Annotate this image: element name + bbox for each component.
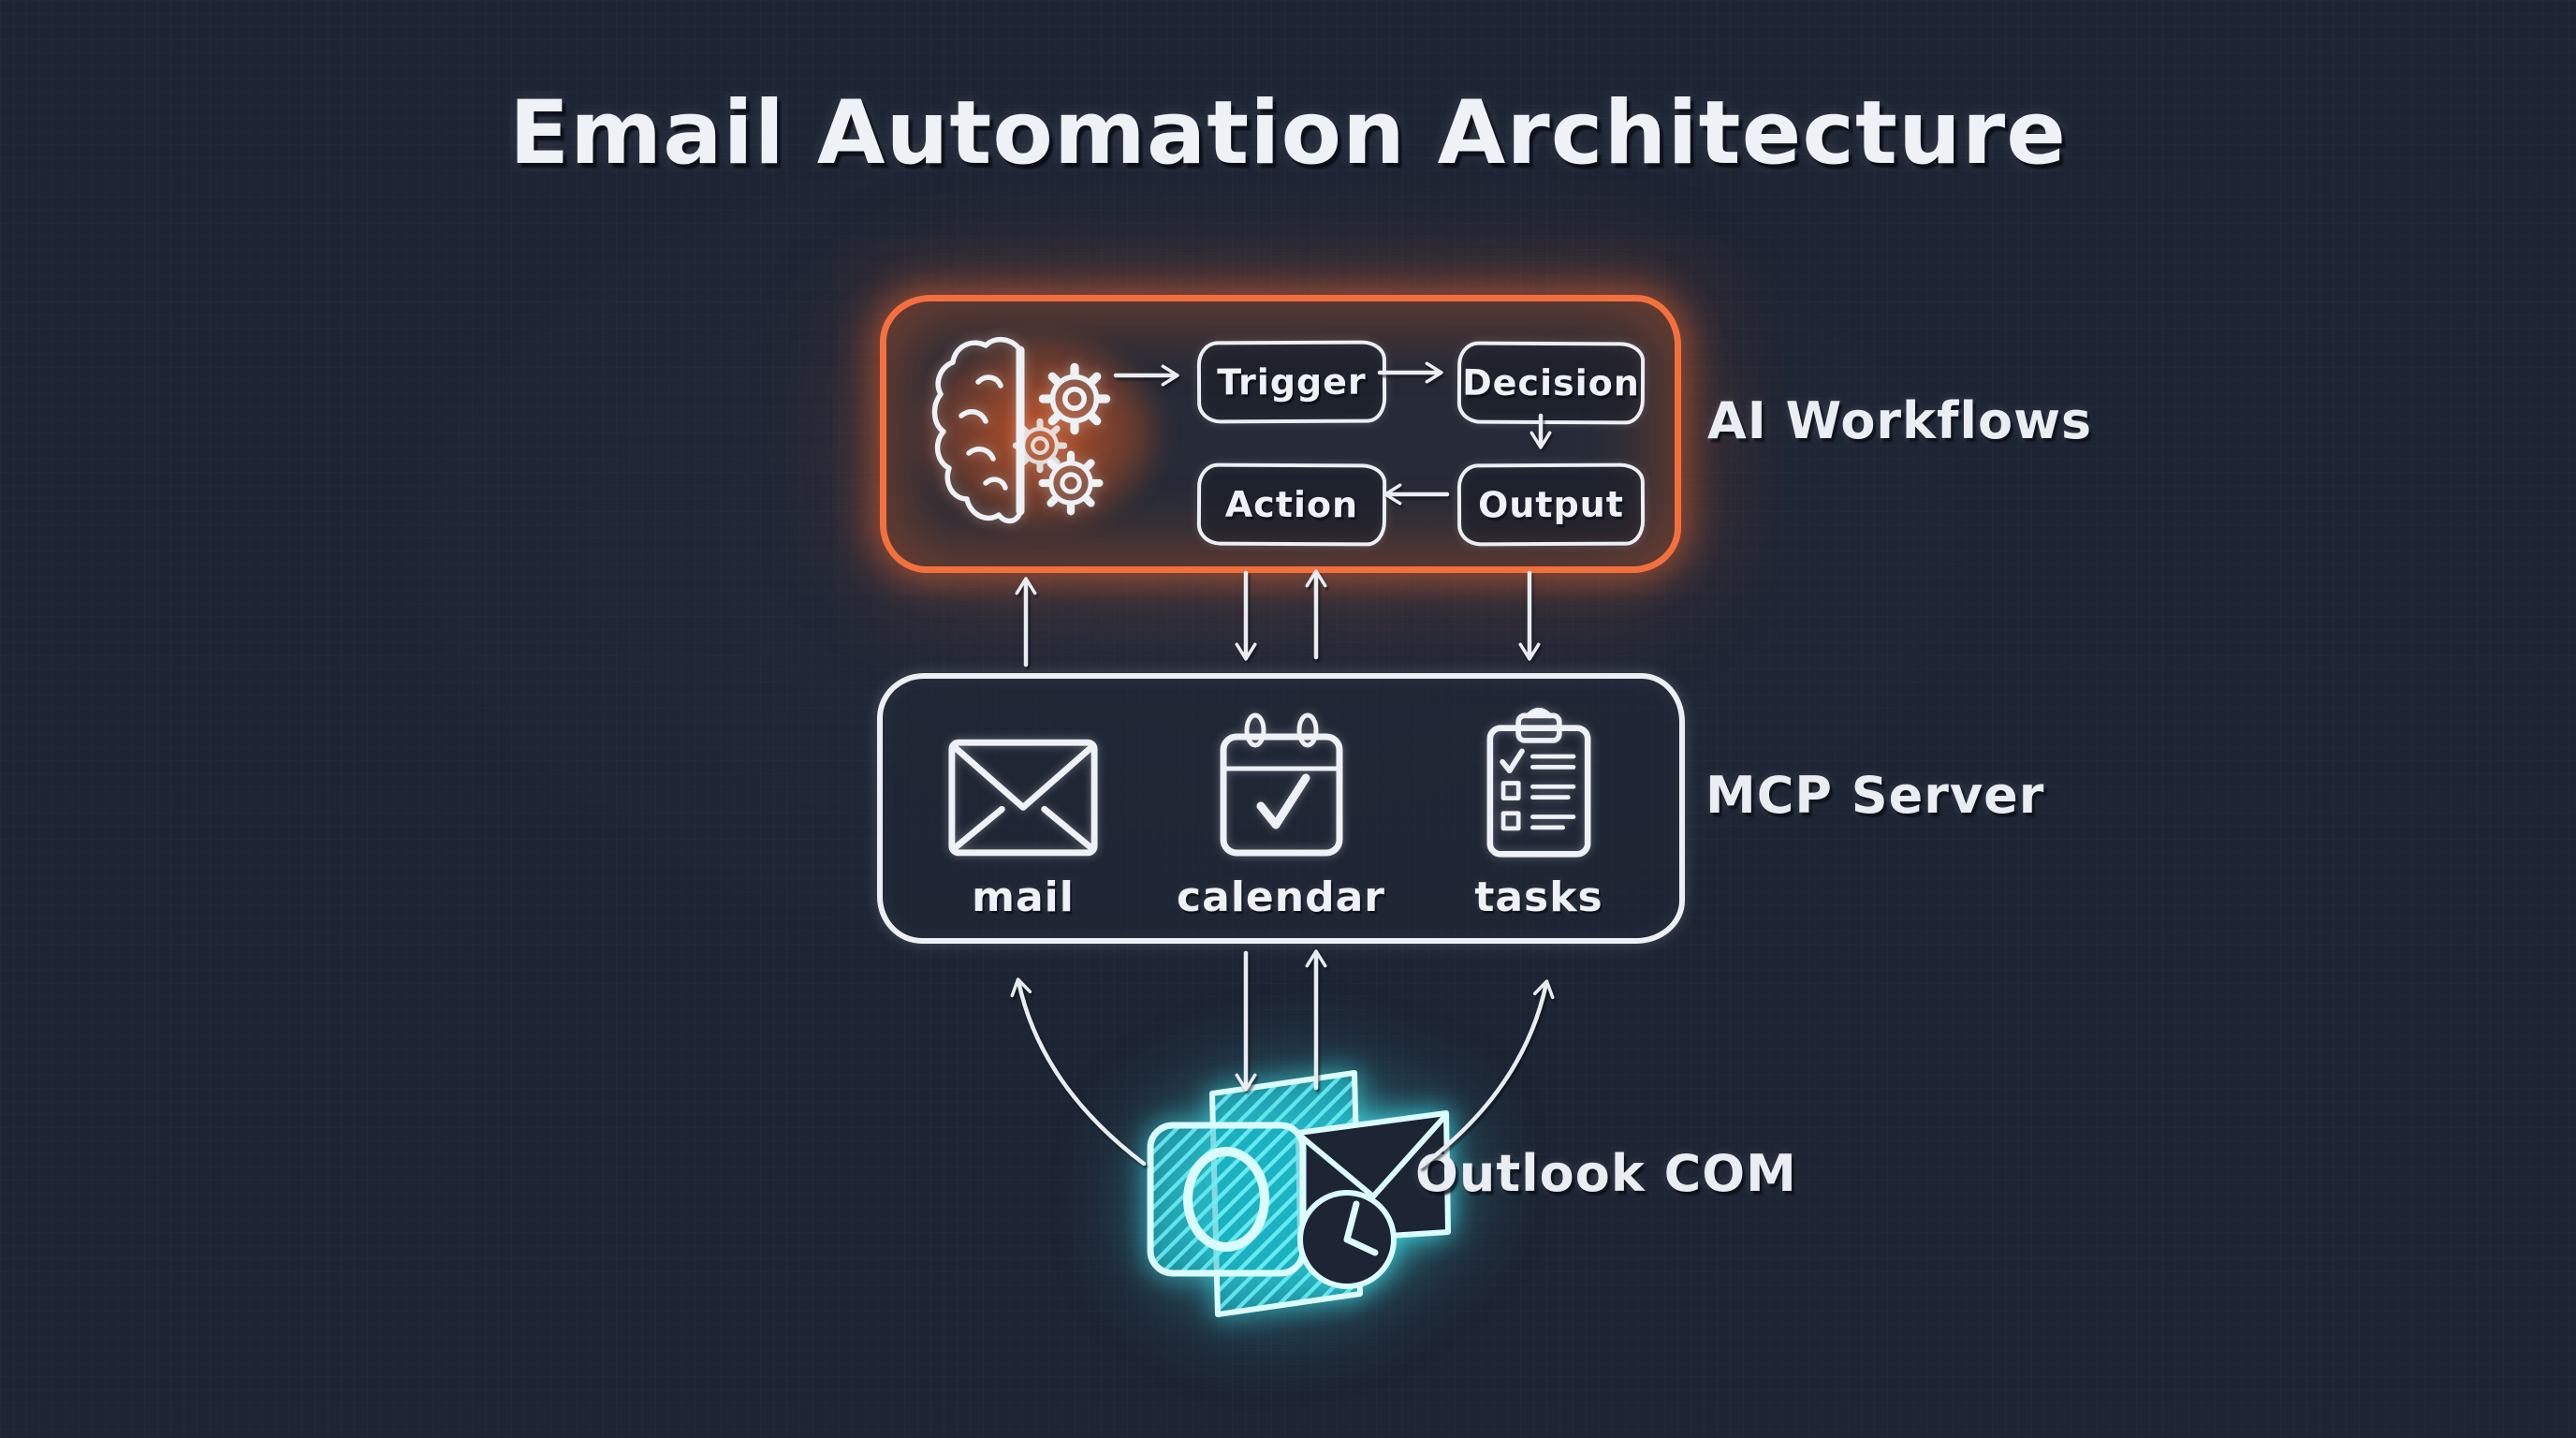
- node-output: Output: [1456, 462, 1646, 547]
- node-action-label: Action: [1224, 483, 1359, 526]
- tasks-icon: [1486, 707, 1591, 858]
- mcp-items: mail calendar: [920, 705, 1642, 921]
- mcp-item-tasks: tasks: [1436, 705, 1642, 921]
- brain-gears-icon: [931, 337, 1117, 524]
- mail-label: mail: [972, 873, 1075, 921]
- outlook-icon: [1147, 1070, 1451, 1317]
- node-output-label: Output: [1477, 483, 1625, 526]
- mcp-item-calendar: calendar: [1177, 705, 1385, 921]
- calendar-label: calendar: [1177, 873, 1385, 921]
- tasks-label: tasks: [1474, 873, 1603, 921]
- outlook-com-label: Outlook COM: [1415, 1144, 1797, 1203]
- mcp-server-label: MCP Server: [1705, 766, 2045, 825]
- node-trigger: Trigger: [1196, 340, 1387, 424]
- mail-icon: [948, 739, 1098, 857]
- calendar-icon: [1220, 712, 1342, 857]
- node-trigger-label: Trigger: [1217, 360, 1367, 404]
- node-decision-label: Decision: [1462, 361, 1640, 404]
- node-decision: Decision: [1456, 341, 1646, 425]
- orange-glow: [872, 297, 1209, 568]
- ai-workflows-label: AI Workflows: [1707, 391, 2093, 450]
- mcp-item-mail: mail: [920, 705, 1126, 921]
- ai-workflows-box: Trigger Decision Action Output: [872, 295, 1681, 573]
- mcp-server-box: mail calendar: [877, 673, 1685, 944]
- page-title: Email Automation Architecture: [508, 82, 2068, 184]
- node-action: Action: [1196, 462, 1387, 547]
